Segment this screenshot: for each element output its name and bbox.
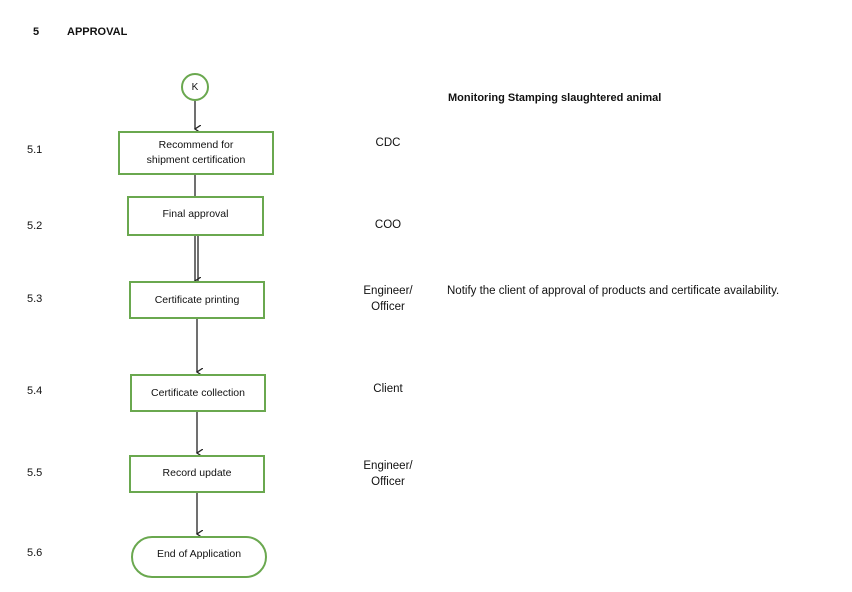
step-number: 5.6	[27, 547, 43, 559]
role-label: Engineer/ Officer	[343, 458, 433, 490]
step-number: 5.1	[27, 144, 43, 156]
process-label-line: Record update	[162, 467, 232, 479]
process-box-final-approval: Final approval	[127, 196, 264, 236]
role-line: Engineer/	[363, 285, 413, 297]
role-line: Officer	[371, 301, 405, 313]
role-line: Officer	[371, 476, 405, 488]
role-line: Engineer/	[363, 460, 413, 472]
step-number: 5.2	[27, 220, 43, 232]
monitoring-heading: Monitoring Stamping slaughtered animal	[448, 92, 662, 104]
notify-client-note: Notify the client of approval of product…	[447, 285, 780, 297]
start-connector: K	[181, 73, 209, 101]
process-label-line: Certificate printing	[154, 293, 240, 306]
role-line: CDC	[375, 137, 401, 149]
process-box-certificate-collection: Certificate collection	[130, 374, 266, 412]
section-title: APPROVAL	[67, 26, 128, 38]
role-label: CDC	[343, 135, 433, 151]
process-label-line: End of Application	[156, 548, 242, 560]
process-box-record-update: Record update	[129, 455, 265, 493]
process-box-certificate-printing: Certificate printing	[129, 281, 265, 319]
process-box-recommend: Recommend for shipment certification	[118, 131, 274, 175]
role-label: Engineer/ Officer	[343, 283, 433, 315]
process-label-line: Final approval	[162, 208, 229, 220]
process-label-line: shipment certification	[146, 154, 246, 166]
step-number: 5.4	[27, 385, 43, 397]
start-connector-label: K	[191, 81, 199, 93]
step-number: 5.5	[27, 467, 43, 479]
terminator-end-of-application: End of Application	[131, 536, 267, 578]
process-label-line: Certificate collection	[151, 386, 245, 399]
role-label: COO	[343, 217, 433, 233]
role-line: Client	[373, 383, 403, 395]
step-number: 5.3	[27, 293, 43, 305]
process-label-line: Recommend for	[158, 139, 234, 151]
section-number: 5	[33, 26, 40, 38]
role-label: Client	[343, 381, 433, 397]
role-line: COO	[374, 219, 402, 231]
